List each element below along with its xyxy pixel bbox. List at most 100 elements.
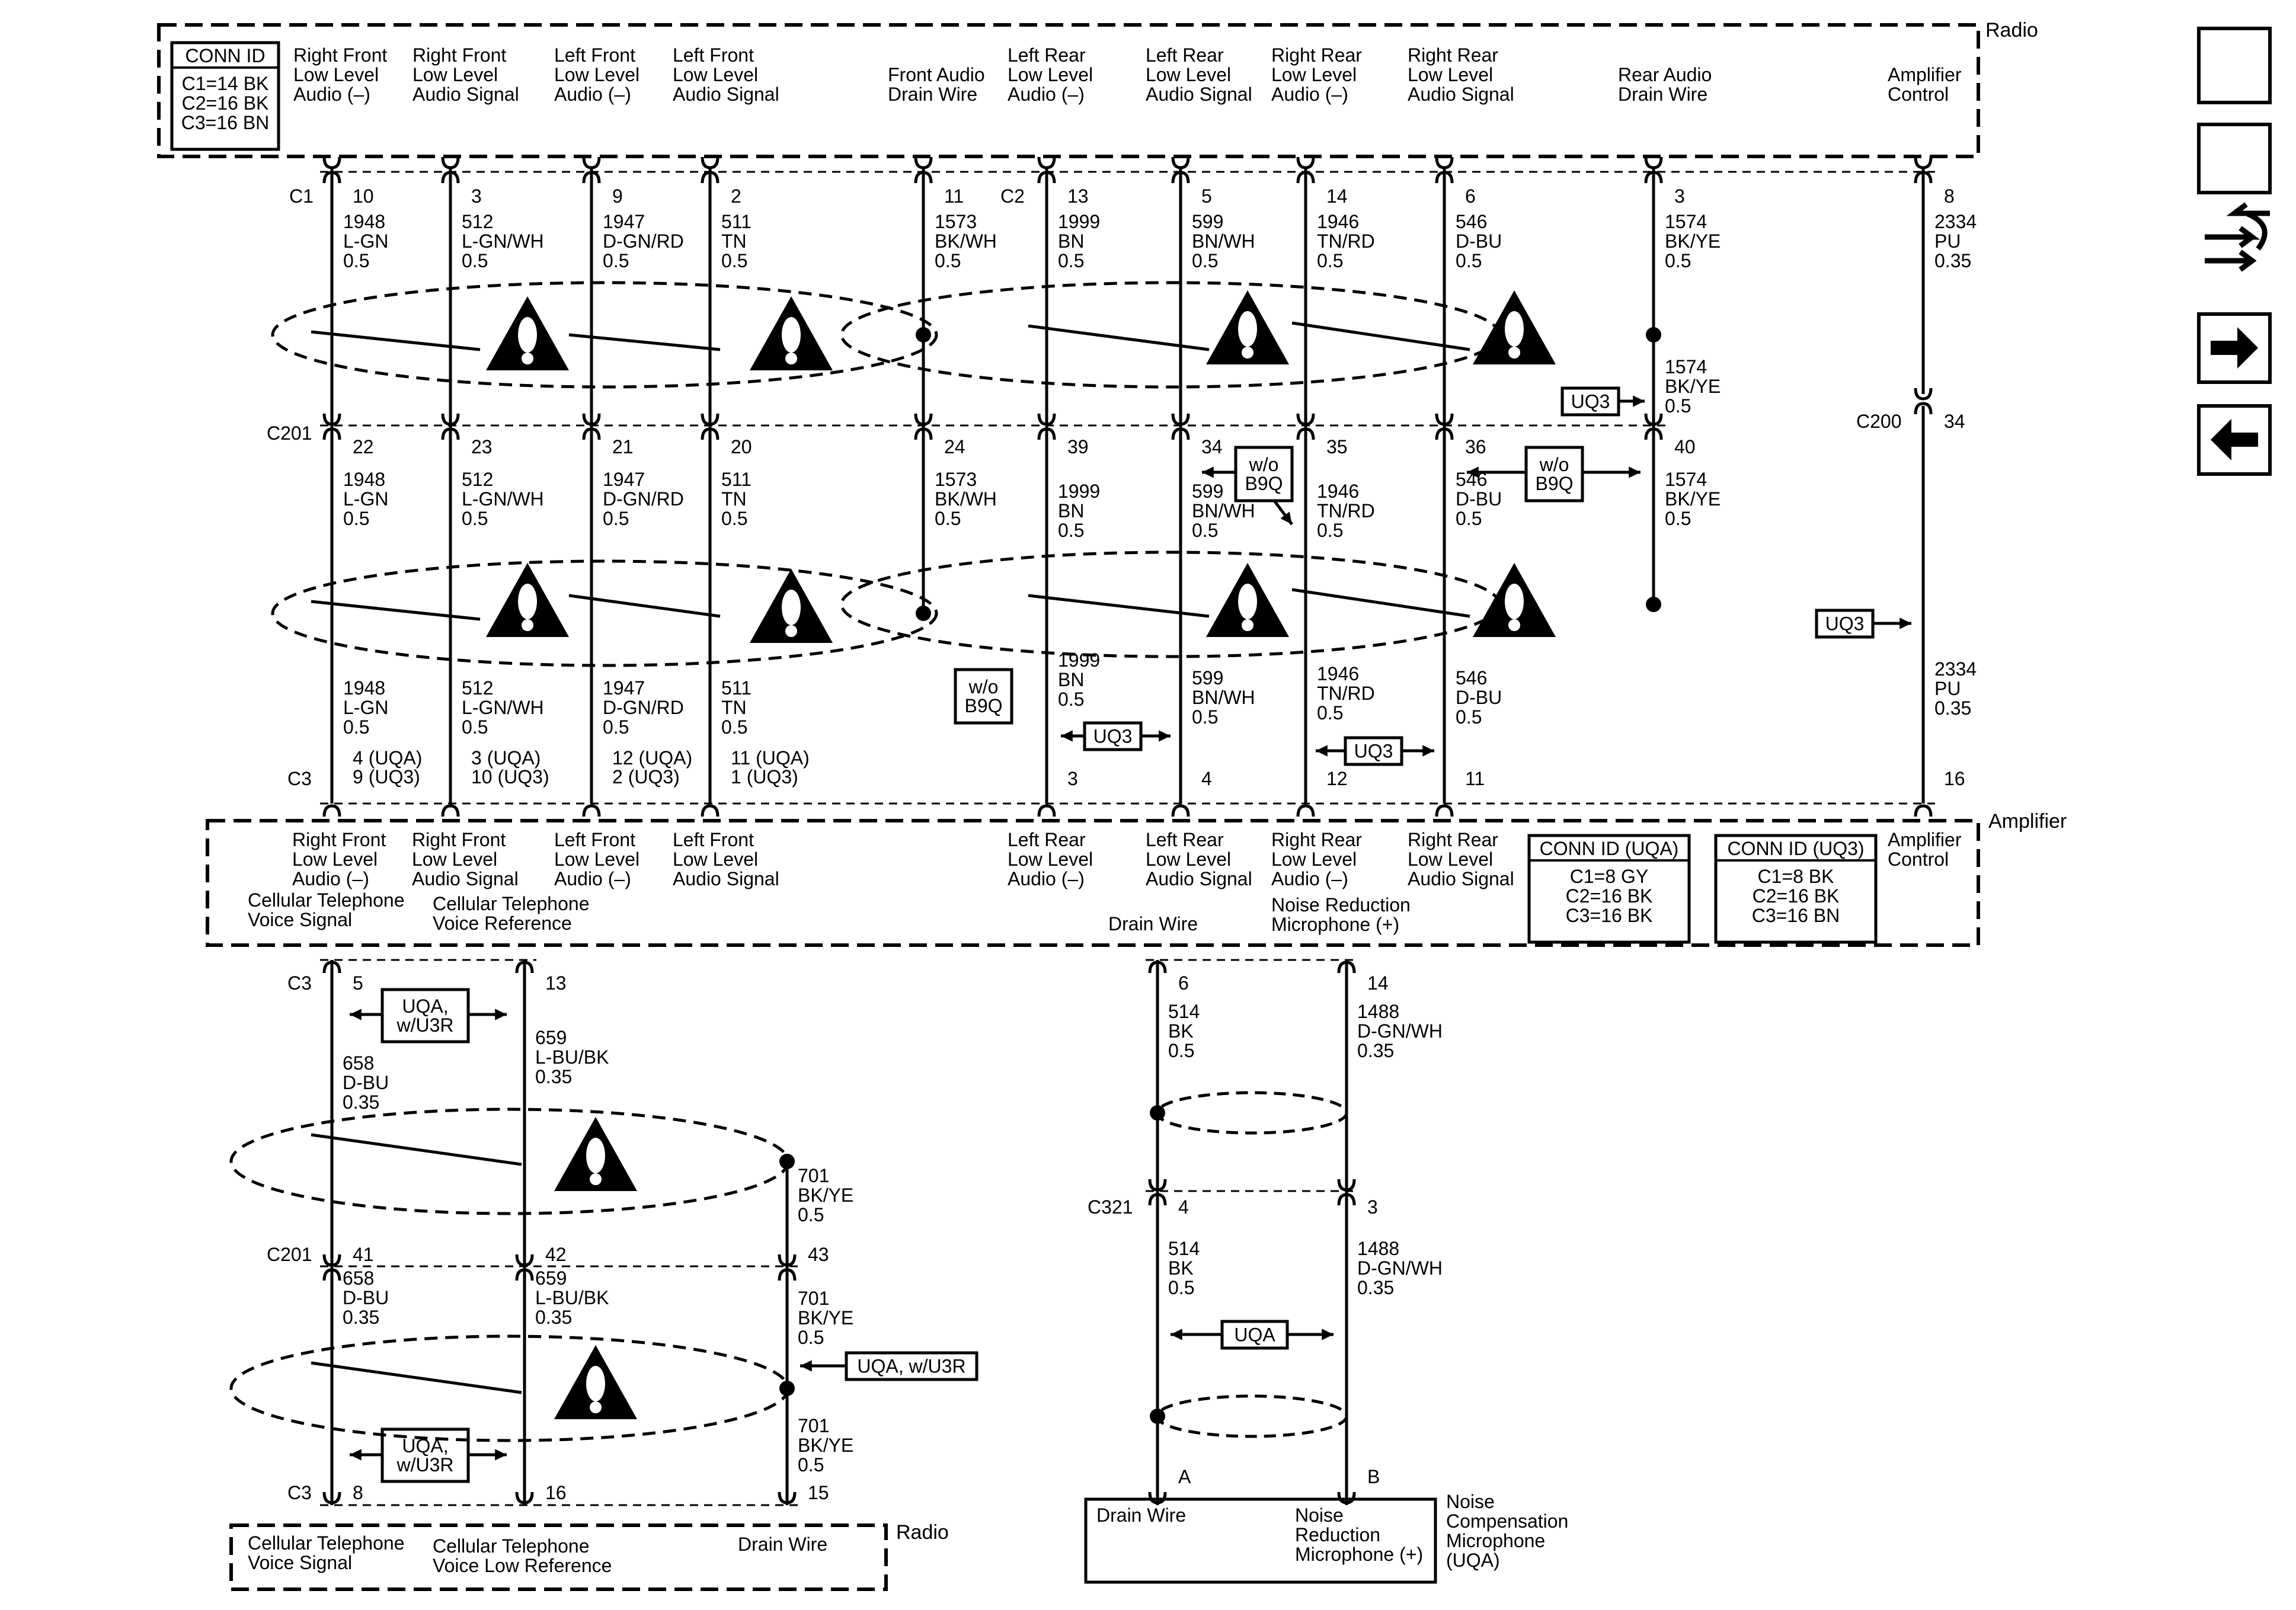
connector-pin (1148, 961, 1167, 974)
connector-pin (1148, 1193, 1167, 1206)
wire-label: TN (721, 488, 747, 510)
connector-pin-top (322, 171, 341, 184)
warning-icon (486, 563, 569, 637)
pin-number: 4 (1201, 768, 1212, 789)
amp-pin-label: Audio Signal (412, 868, 519, 889)
connector-pin-c201 (1037, 413, 1056, 426)
pin-number: 9 (UQ3) (353, 766, 420, 788)
amp-pin-label: Left Front (554, 829, 635, 850)
radio-pin-label: Low Level (1408, 64, 1493, 85)
wire-label: 0.35 (1357, 1277, 1394, 1298)
module-label-amplifier: Amplifier (1988, 810, 2067, 833)
desc-button[interactable] (2197, 123, 2272, 194)
warning-icon (1473, 290, 1556, 364)
amp-pin-label: Audio (–) (1008, 868, 1085, 889)
radio-bottom-label: Cellular Telephone (433, 1535, 589, 1557)
wire-label: BK/YE (798, 1307, 853, 1329)
wire-label: 1999 (1058, 211, 1100, 232)
arrow-head (800, 1360, 812, 1372)
radio-pin-label: Audio (–) (293, 84, 370, 105)
loc-button[interactable] (2197, 27, 2272, 104)
wire-label: 0.5 (603, 716, 629, 738)
shield-ellipse (271, 281, 938, 389)
connector-pin (1148, 1491, 1167, 1505)
wire-label: L-GN (343, 231, 388, 252)
connector-pin-top (1171, 156, 1190, 169)
wire-label: 0.5 (1317, 250, 1343, 271)
option-wo-b9q-2 (1524, 446, 1584, 502)
wire-label: 701 (798, 1288, 829, 1309)
wire-label: 0.35 (1934, 250, 1971, 271)
arrow-head (1159, 730, 1171, 742)
radio-pin-label: Audio Signal (673, 84, 779, 105)
pin-number: 42 (545, 1244, 567, 1265)
option-wo-b9q-2-label: B9Q (1535, 473, 1573, 494)
wire-label: 0.5 (1456, 706, 1482, 728)
arrow-head (1316, 745, 1328, 757)
mic-label: Noise (1446, 1491, 1495, 1512)
connector-pin-amp (582, 804, 601, 817)
conn-id-radio-line: C1=14 BK (182, 73, 269, 94)
connector-pin-top (1644, 156, 1663, 169)
amp-pin-label-cell-voice: Voice Signal (248, 909, 352, 930)
wire-label: L-GN/WH (462, 231, 544, 252)
radio-pin-label: Right Rear (1408, 44, 1498, 66)
wire-label: 659 (535, 1267, 567, 1289)
wire-label: TN/RD (1317, 500, 1375, 521)
pin-number: 36 (1465, 436, 1486, 457)
wire-label: BN (1058, 231, 1084, 252)
wire-label: 0.5 (721, 508, 747, 529)
wire-label: D-BU (1456, 231, 1502, 252)
wire-label: TN (721, 231, 747, 252)
module-label-radio: Radio (1985, 19, 2038, 41)
connector-pin (515, 1268, 534, 1281)
pin-number: 13 (545, 972, 567, 994)
twist-line (1291, 588, 1470, 618)
wire-label: L-GN/WH (462, 697, 544, 718)
right-arrow-icon[interactable] (2211, 327, 2258, 369)
connector-pin-amp (1171, 804, 1190, 817)
wire-label: 0.35 (1934, 697, 1971, 719)
connector-pin-c201 (441, 413, 460, 426)
wire-label: 0.5 (721, 250, 747, 271)
wire-label: 1946 (1317, 481, 1359, 502)
option-uq3-label: UQ3 (1571, 391, 1610, 412)
radio-pin-label: Drain Wire (888, 84, 977, 105)
wire-label: 511 (721, 469, 752, 490)
radio-bottom-outline (229, 1523, 888, 1591)
connector-pin-c201 (1296, 413, 1315, 426)
warning-icon (486, 296, 569, 370)
connector-pin-c200 (1914, 402, 1933, 415)
wire-label: 658 (343, 1267, 374, 1289)
shield-ellipse (1155, 1394, 1348, 1438)
wire-label: 1573 (935, 469, 977, 490)
radio-pin-label: Drain Wire (1618, 84, 1707, 105)
wire-label: D-GN/RD (603, 488, 684, 510)
wire-label: 1999 (1058, 481, 1100, 502)
wire-label: D-GN/RD (603, 231, 684, 252)
conn-id-uqa-line: C2=16 BK (1566, 885, 1653, 907)
mic-pin-label: Drain Wire (1096, 1505, 1186, 1526)
connector-pin-amp (1037, 804, 1056, 817)
wire-label: 0.5 (798, 1454, 824, 1475)
pin-number: 4 (1178, 1196, 1189, 1218)
option-wo-b9q-2-label: w/o (1539, 454, 1569, 475)
option-uqa-u3r-inline-label: UQA, w/U3R (857, 1356, 965, 1377)
connector-pin (515, 1491, 534, 1505)
arrow-head (1422, 745, 1434, 757)
twist-line (311, 330, 481, 351)
radio-pin-label: Left Rear (1146, 44, 1224, 66)
left-arrow-icon[interactable] (2211, 419, 2258, 460)
connector-pin (1337, 1193, 1356, 1206)
option-wo-b9q (1234, 446, 1294, 502)
twist-line (1291, 321, 1470, 351)
connector-icon[interactable] (2205, 202, 2270, 272)
wire-label: 0.35 (535, 1066, 572, 1087)
connector-pin-top (1296, 171, 1315, 184)
option-uqa-u3r-label: UQA, (402, 996, 448, 1017)
shield-ellipse (1155, 1091, 1348, 1135)
wire-label: L-BU/BK (535, 1046, 609, 1068)
connector-pin (1337, 961, 1356, 974)
wire-label: TN/RD (1317, 683, 1375, 704)
wire-label: L-GN (343, 697, 388, 718)
